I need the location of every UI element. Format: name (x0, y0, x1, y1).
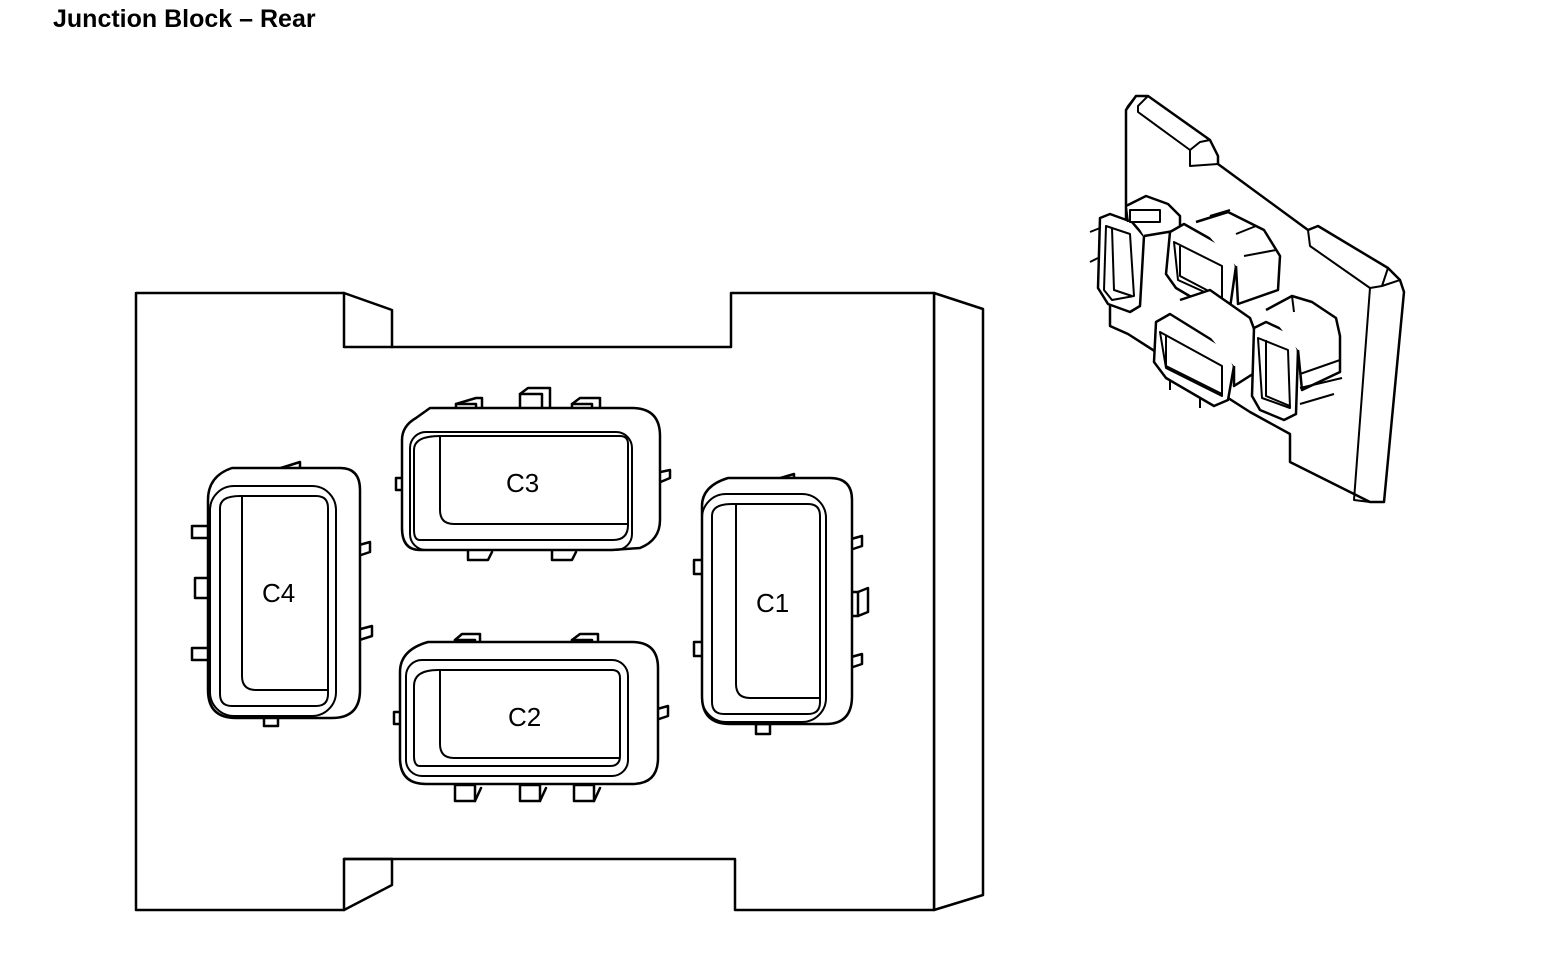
connector-c4[interactable]: C4 (190, 460, 374, 728)
connector-c3[interactable]: C3 (394, 386, 672, 562)
connector-label-c4: C4 (262, 578, 295, 608)
page-title: Junction Block – Rear (53, 5, 316, 33)
connector-c2[interactable]: C2 (392, 632, 670, 803)
junction-block-rear-view (134, 291, 985, 912)
connector-label-c1: C1 (756, 588, 789, 618)
connector-label-c2: C2 (508, 702, 541, 732)
junction-block-isometric-view (1089, 94, 1406, 504)
connector-label-c3: C3 (506, 468, 539, 498)
connector-c1[interactable]: C1 (692, 472, 870, 736)
